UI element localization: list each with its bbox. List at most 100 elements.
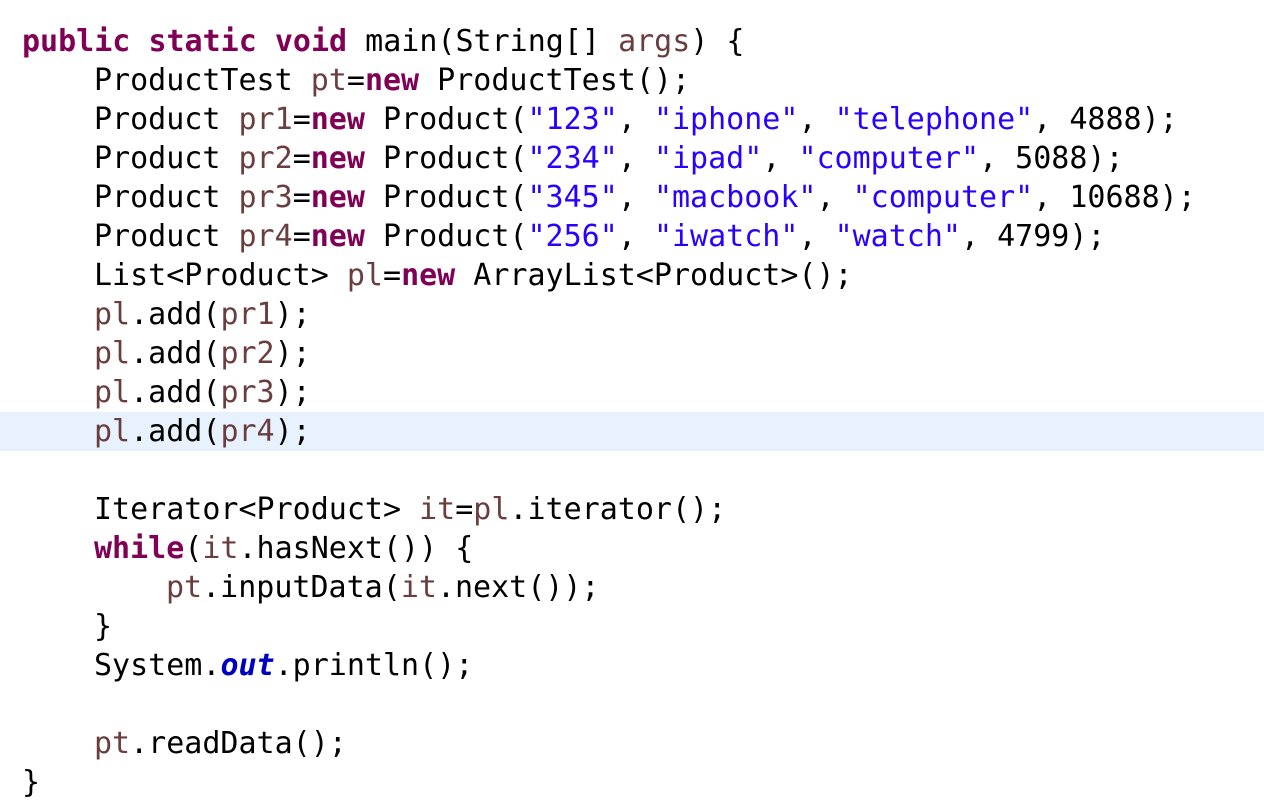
keyword-token: new: [364, 63, 420, 98]
code-text: ,: [617, 180, 654, 215]
string-literal-token: "iwatch": [653, 219, 799, 254]
code-text: (: [184, 531, 203, 566]
keyword-token: new: [401, 258, 456, 293]
keyword-token: static: [148, 24, 257, 59]
variable-token: pr1: [220, 297, 275, 332]
string-literal-token: "ipad": [653, 141, 763, 176]
code-text: Product(: [364, 180, 528, 215]
code-text: Product: [94, 102, 239, 137]
code-text: , 10688);: [1033, 180, 1196, 215]
code-text: ,: [617, 141, 654, 176]
code-line[interactable]: }: [0, 763, 1264, 802]
code-text: =: [346, 63, 365, 98]
code-line[interactable]: pl.add(pr3);: [0, 373, 1264, 412]
variable-token: pr3: [238, 180, 293, 215]
code-text: .add(: [130, 297, 221, 332]
code-line[interactable]: pt.inputData(it.next());: [0, 568, 1264, 607]
code-text: ,: [798, 102, 835, 137]
variable-token: pl: [94, 336, 131, 371]
code-line[interactable]: Product pr4=new Product("256", "iwatch",…: [0, 217, 1264, 256]
string-literal-token: "computer": [798, 141, 980, 176]
keyword-token: new: [310, 102, 365, 137]
code-text: =: [292, 102, 311, 137]
keyword-token: new: [310, 219, 365, 254]
variable-token: pr3: [220, 375, 275, 410]
code-text: =: [455, 492, 474, 527]
variable-token: pt: [310, 63, 347, 98]
code-line[interactable]: Iterator<Product> it=pl.iterator();: [0, 490, 1264, 529]
string-literal-token: "123": [527, 102, 618, 137]
string-literal-token: "macbook": [653, 180, 817, 215]
code-text: , 4888);: [1033, 102, 1178, 137]
code-line[interactable]: while(it.hasNext()) {: [0, 529, 1264, 568]
code-line[interactable]: ProductTest pt=new ProductTest();: [0, 61, 1264, 100]
code-text: Product: [94, 141, 239, 176]
variable-token: pt: [94, 726, 131, 761]
code-text: ArrayList<Product>();: [455, 258, 853, 293]
code-text: ProductTest();: [419, 63, 691, 98]
code-text: =: [292, 141, 311, 176]
variable-token: pr4: [238, 219, 293, 254]
variable-token: pl: [94, 297, 131, 332]
code-text: =: [292, 219, 311, 254]
code-text: ,: [617, 102, 654, 137]
code-line[interactable]: public static void main(String[] args) {: [0, 22, 1264, 61]
static-field-token: out: [220, 648, 275, 683]
variable-token: pl: [94, 414, 131, 449]
code-text: main(String[]: [347, 24, 619, 59]
code-text: );: [274, 375, 311, 410]
code-line[interactable]: pt.readData();: [0, 724, 1264, 763]
code-line[interactable]: pl.add(pr1);: [0, 295, 1264, 334]
variable-token: pr2: [220, 336, 275, 371]
code-text: .next());: [436, 570, 600, 605]
code-text: Product(: [364, 141, 528, 176]
string-literal-token: "234": [527, 141, 618, 176]
code-text: .inputData(: [202, 570, 401, 605]
code-text: .println();: [274, 648, 474, 683]
code-line[interactable]: [0, 685, 1264, 724]
keyword-token: void: [274, 24, 348, 59]
code-text: );: [274, 297, 311, 332]
code-text: Product(: [364, 102, 528, 137]
code-line[interactable]: Product pr2=new Product("234", "ipad", "…: [0, 139, 1264, 178]
code-line[interactable]: List<Product> pl=new ArrayList<Product>(…: [0, 256, 1264, 295]
code-text: Product: [94, 180, 239, 215]
code-text: [130, 24, 148, 59]
code-text: ) {: [690, 24, 745, 59]
variable-token: it: [419, 492, 456, 527]
variable-token: pr4: [220, 414, 275, 449]
variable-token: it: [400, 570, 437, 605]
code-text: ,: [762, 141, 799, 176]
code-text: , 5088);: [979, 141, 1124, 176]
string-literal-token: "watch": [834, 219, 961, 254]
code-line-current[interactable]: pl.add(pr4);: [0, 412, 1264, 451]
code-text: Iterator<Product>: [94, 492, 420, 527]
code-text: List<Product>: [94, 258, 347, 293]
code-text: .iterator();: [509, 492, 727, 527]
code-editor[interactable]: public static void main(String[] args) {…: [0, 22, 1264, 802]
code-line[interactable]: [0, 451, 1264, 490]
code-line[interactable]: System.out.println();: [0, 646, 1264, 685]
code-text: [257, 24, 275, 59]
keyword-token: new: [310, 180, 365, 215]
code-line[interactable]: Product pr3=new Product("345", "macbook"…: [0, 178, 1264, 217]
code-line[interactable]: Product pr1=new Product("123", "iphone",…: [0, 100, 1264, 139]
code-text: =: [292, 180, 311, 215]
code-text: ProductTest: [94, 63, 311, 98]
code-text: ,: [816, 180, 853, 215]
code-text: );: [274, 336, 311, 371]
code-line[interactable]: }: [0, 607, 1264, 646]
code-text: .hasNext()) {: [238, 531, 474, 566]
code-text: Product: [94, 219, 239, 254]
variable-token: it: [202, 531, 239, 566]
code-text: ,: [798, 219, 835, 254]
string-literal-token: "256": [527, 219, 618, 254]
variable-token: pr1: [238, 102, 293, 137]
code-line[interactable]: pl.add(pr2);: [0, 334, 1264, 373]
variable-token: pr2: [238, 141, 293, 176]
variable-token: pl: [94, 375, 131, 410]
variable-token: args: [618, 24, 691, 59]
code-text: ,: [617, 219, 654, 254]
variable-token: pt: [166, 570, 203, 605]
code-text: Product(: [364, 219, 528, 254]
